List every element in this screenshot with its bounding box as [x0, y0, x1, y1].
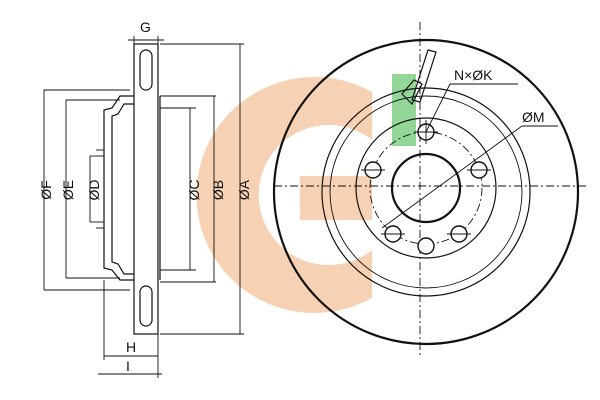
label-e: ØE [60, 180, 76, 200]
hub-profile-inner [111, 103, 134, 275]
dimension-lines [43, 36, 244, 378]
center-bore [390, 152, 462, 224]
label-b: ØB [210, 180, 226, 200]
bolt-circle [369, 131, 483, 245]
label-c: ØC [186, 180, 202, 201]
label-i: I [126, 358, 130, 374]
label-nk: N×ØK [454, 67, 493, 83]
wear-indicator-tab [401, 79, 423, 106]
label-m: ØM [522, 109, 545, 125]
rotor-band [133, 43, 159, 335]
label-a: ØA [236, 179, 252, 200]
label-h: H [126, 339, 136, 355]
front-view: N×ØK ØM [272, 22, 588, 358]
label-d: ØD [86, 180, 102, 201]
vent-slot-bottom [139, 285, 153, 327]
label-f: ØF [38, 180, 54, 199]
hole-crosshairs [361, 120, 491, 235]
side-view: G ØF ØE ØD ØC ØB ØA H I [38, 19, 252, 378]
hub-face [355, 117, 497, 259]
leader-nk [425, 83, 451, 133]
watermark-green-bar [392, 74, 416, 146]
vent-slot-top [139, 49, 153, 91]
hat-outer [329, 95, 523, 289]
lug-hole-small [417, 237, 435, 255]
leader-m [381, 125, 523, 229]
disc-outer-edge [272, 38, 580, 346]
wear-indicator-clip [411, 49, 437, 103]
watermark-logo [196, 74, 416, 313]
label-g: G [140, 19, 151, 35]
friction-ring-inner [321, 87, 531, 297]
hub-profile [103, 95, 134, 281]
